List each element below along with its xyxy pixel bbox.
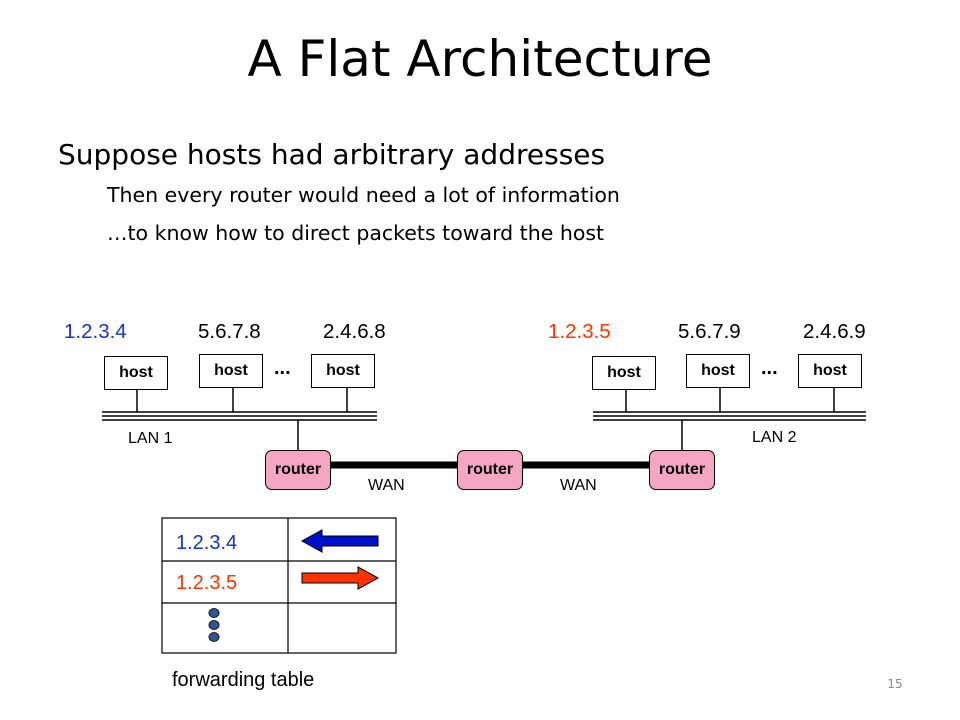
router-core[interactable]: router — [457, 450, 523, 490]
right-arrow-icon — [301, 566, 380, 590]
wan-label-2: WAN — [560, 477, 597, 494]
lan1-host2-address: 5.6.7.8 — [198, 320, 261, 343]
bullet-sub-1: Then every router would need a lot of in… — [107, 183, 620, 207]
left-arrow-icon — [300, 529, 379, 553]
lan2-host2-address: 5.6.7.9 — [678, 320, 741, 343]
lan1-host3-address: 2.4.6.8 — [323, 320, 386, 343]
bullet-main: Suppose hosts had arbitrary addresses — [58, 138, 606, 171]
lan2-bus — [593, 411, 866, 421]
lan2-host3[interactable]: host — [798, 354, 862, 388]
lan1-ellipsis: ... — [274, 357, 291, 379]
bullet-sub-2: …to know how to direct packets toward th… — [107, 221, 605, 245]
lan2-host1[interactable]: host — [592, 356, 656, 390]
lan1-host1[interactable]: host — [104, 356, 168, 390]
lan2-ellipsis: ... — [761, 357, 778, 379]
wan-label-1: WAN — [368, 477, 405, 494]
router-lan1[interactable]: router — [265, 450, 331, 490]
forwarding-entry-1-address: 1.2.3.4 — [176, 532, 238, 554]
lan2-host2[interactable]: host — [686, 354, 750, 388]
lan2-host3-address: 2.4.6.9 — [803, 320, 866, 343]
lan1-host1-address: 1.2.3.4 — [64, 320, 127, 343]
router-lan2[interactable]: router — [649, 450, 715, 490]
lan2-label: LAN 2 — [752, 429, 797, 446]
lan1-bus — [102, 411, 377, 421]
forwarding-entry-2-address: 1.2.3.5 — [176, 572, 238, 594]
lan1-host2[interactable]: host — [199, 354, 263, 388]
slide-title: A Flat Architecture — [247, 30, 713, 88]
lan2-host1-address: 1.2.3.5 — [548, 320, 611, 343]
lan1-host3[interactable]: host — [311, 354, 375, 388]
lan1-label: LAN 1 — [128, 430, 173, 447]
forwarding-table-caption: forwarding table — [172, 669, 315, 691]
vertical-ellipsis-icon — [208, 608, 220, 642]
page-number: 15 — [887, 677, 903, 691]
